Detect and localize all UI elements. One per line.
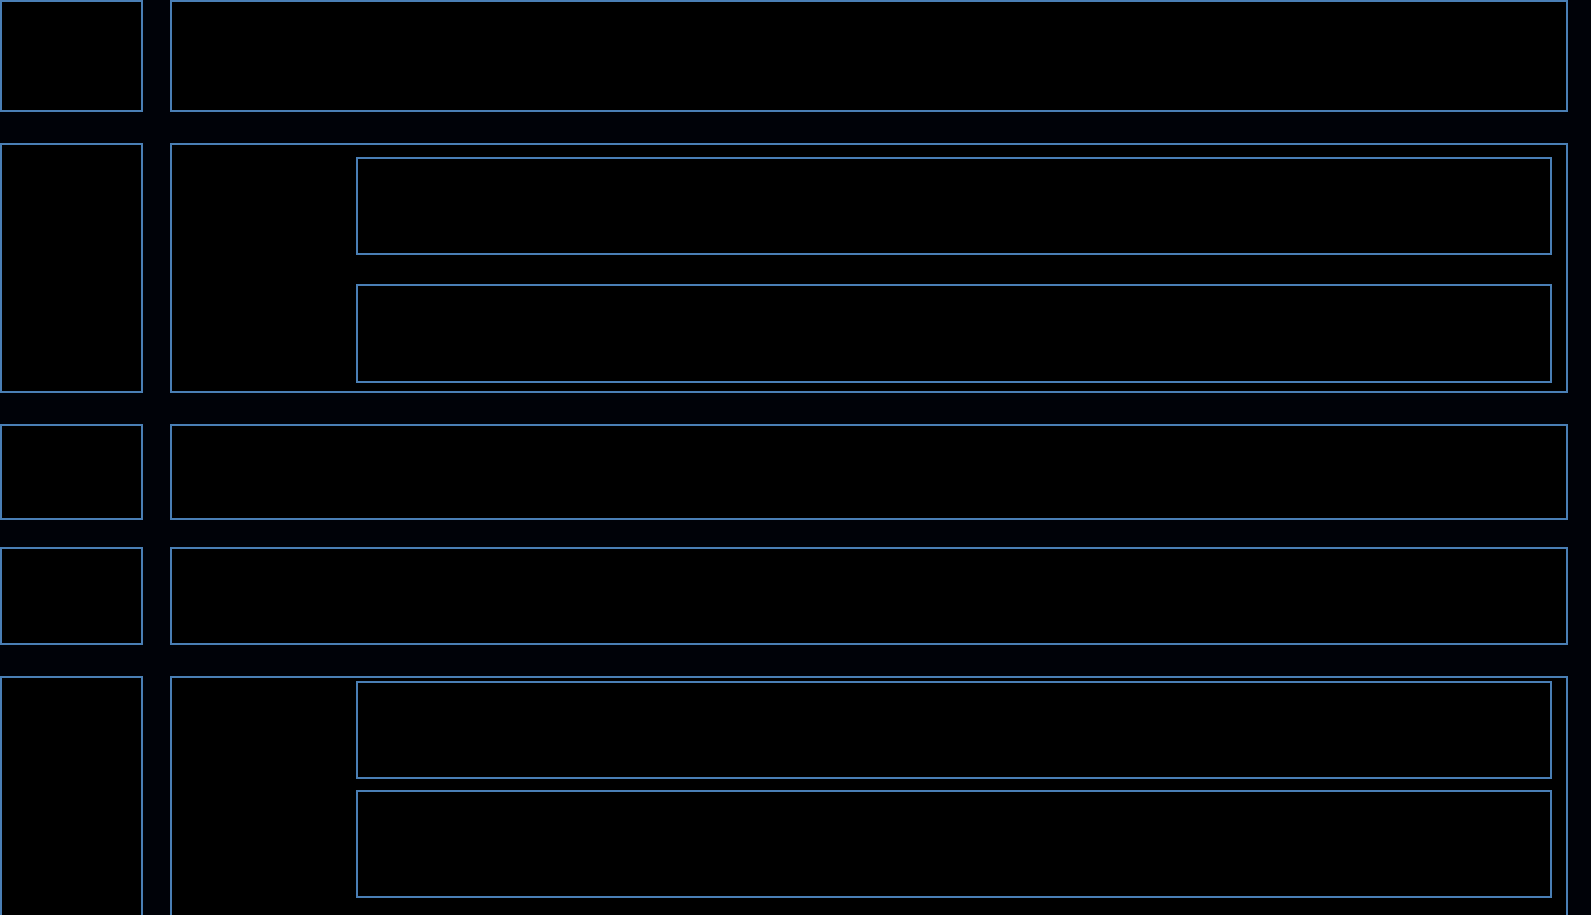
row-label-cell bbox=[0, 424, 143, 520]
row-label-cell bbox=[0, 0, 143, 112]
row-content-cell[interactable] bbox=[170, 424, 1568, 520]
row-label-cell bbox=[0, 547, 143, 645]
field-input-box[interactable] bbox=[356, 157, 1552, 255]
row-content-cell[interactable] bbox=[170, 547, 1568, 645]
row-label-cell bbox=[0, 676, 143, 915]
row-label-cell bbox=[0, 143, 143, 393]
field-input-box[interactable] bbox=[356, 284, 1552, 383]
field-input-box[interactable] bbox=[356, 790, 1552, 898]
field-input-box[interactable] bbox=[356, 681, 1552, 779]
row-content-cell[interactable] bbox=[170, 0, 1568, 112]
